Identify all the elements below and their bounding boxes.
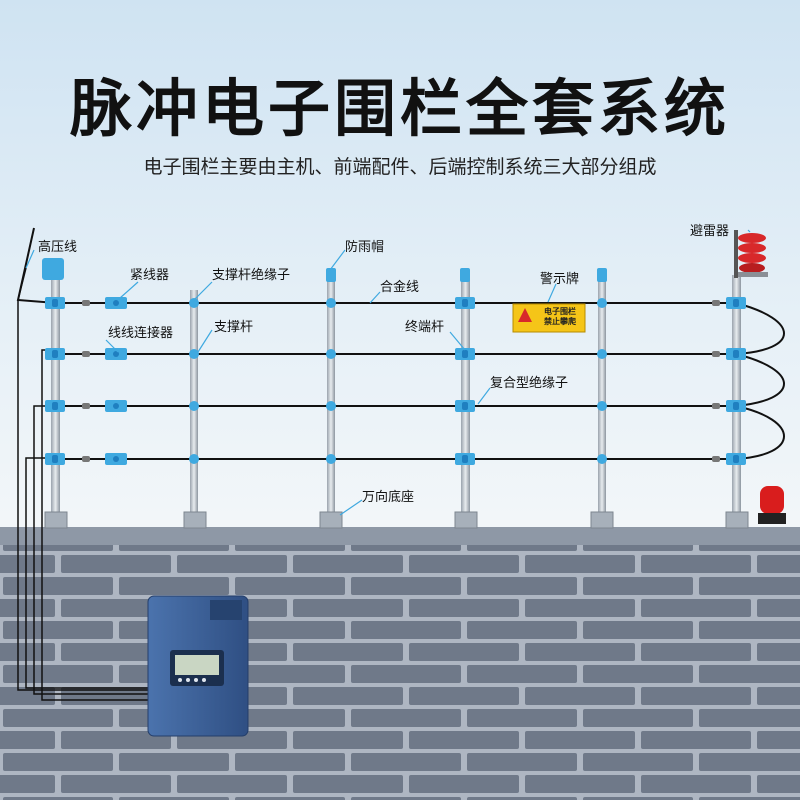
label-composite-insulator: 复合型绝缘子 bbox=[490, 376, 569, 391]
composite-insulator-core bbox=[462, 350, 468, 358]
wire-connector bbox=[82, 403, 90, 409]
warning-sign-line1: 电子围栏 bbox=[544, 307, 576, 316]
support-insulator bbox=[326, 401, 336, 411]
rain-cap-icon bbox=[460, 268, 470, 282]
warning-sign-text: 电子围栏 禁止攀爬 bbox=[535, 307, 585, 327]
wire-connector bbox=[712, 456, 720, 462]
controller-icon bbox=[147, 595, 249, 737]
support-insulator bbox=[597, 454, 607, 464]
label-support-pole: 支撑杆 bbox=[214, 320, 254, 335]
support-insulator bbox=[189, 454, 199, 464]
support-insulator bbox=[326, 298, 336, 308]
tensioner-knob bbox=[113, 351, 119, 357]
rain-cap-icon bbox=[42, 258, 64, 280]
wire-connector bbox=[82, 300, 90, 306]
page-subtitle: 电子围栏主要由主机、前端配件、后端控制系统三大部分组成 bbox=[143, 156, 657, 178]
universal-base bbox=[319, 511, 343, 529]
universal-base bbox=[44, 511, 68, 529]
universal-base bbox=[725, 511, 749, 529]
tensioner-knob bbox=[113, 300, 119, 306]
end-pole-right bbox=[732, 275, 741, 520]
support-insulator bbox=[326, 349, 336, 359]
wire-connector bbox=[82, 456, 90, 462]
wire-connector bbox=[82, 351, 90, 357]
label-universal-base: 万向底座 bbox=[362, 490, 415, 505]
wire-connector bbox=[712, 403, 720, 409]
label-support-insulator: 支撑杆绝缘子 bbox=[212, 268, 291, 283]
brick-wall bbox=[0, 545, 800, 800]
page-title: 脉冲电子围栏全套系统 bbox=[69, 72, 730, 145]
composite-insulator-core bbox=[52, 299, 58, 307]
wire-connector bbox=[712, 300, 720, 306]
loop-wire bbox=[735, 353, 785, 407]
composite-insulator-core bbox=[733, 350, 739, 358]
support-insulator bbox=[189, 349, 199, 359]
support-pole bbox=[598, 280, 606, 520]
universal-base bbox=[590, 511, 614, 529]
lightning-arrester-icon bbox=[734, 230, 768, 278]
label-high-voltage-wire: 高压线 bbox=[38, 240, 78, 255]
label-tensioner: 紧线器 bbox=[130, 268, 170, 283]
support-insulator bbox=[597, 298, 607, 308]
rain-caps bbox=[42, 258, 607, 282]
leader-lines bbox=[25, 229, 751, 516]
composite-insulator-core bbox=[462, 299, 468, 307]
wire-connector bbox=[712, 351, 720, 357]
label-rain-cap: 防雨帽 bbox=[345, 240, 385, 255]
alloy-wires bbox=[56, 302, 736, 460]
support-insulator bbox=[597, 349, 607, 359]
label-wire-connector: 线线连接器 bbox=[108, 326, 174, 341]
tensioner-knob bbox=[113, 403, 119, 409]
wall-cap bbox=[0, 527, 800, 547]
support-insulator bbox=[189, 401, 199, 411]
label-terminal-pole: 终端杆 bbox=[405, 320, 445, 335]
composite-insulator-core bbox=[52, 455, 58, 463]
warning-sign bbox=[512, 303, 586, 333]
support-insulator bbox=[189, 298, 199, 308]
warning-sign-line2: 禁止攀爬 bbox=[544, 317, 576, 326]
label-alloy-wire: 合金线 bbox=[380, 280, 420, 295]
composite-insulator-core bbox=[52, 350, 58, 358]
insulators bbox=[45, 297, 746, 465]
support-insulator bbox=[326, 454, 336, 464]
tensioner-knob bbox=[113, 456, 119, 462]
composite-insulator-core bbox=[462, 402, 468, 410]
composite-insulator-core bbox=[462, 455, 468, 463]
universal-base bbox=[454, 511, 478, 529]
poles bbox=[51, 275, 741, 520]
loop-wire bbox=[735, 405, 785, 460]
alarm-light-icon bbox=[758, 486, 786, 524]
warning-triangle-icon bbox=[518, 308, 532, 322]
support-insulator bbox=[597, 401, 607, 411]
universal-base bbox=[183, 511, 207, 529]
composite-insulator-core bbox=[733, 455, 739, 463]
label-lightning-arrester: 避雷器 bbox=[690, 224, 730, 239]
rain-cap-icon bbox=[597, 268, 607, 282]
label-warning-sign: 警示牌 bbox=[540, 272, 580, 287]
support-pole bbox=[327, 280, 335, 520]
high-voltage-wire bbox=[16, 227, 57, 304]
composite-insulator-core bbox=[52, 402, 58, 410]
loop-wire bbox=[735, 302, 785, 355]
universal-bases bbox=[44, 511, 749, 529]
composite-insulator-core bbox=[733, 402, 739, 410]
composite-insulator-core bbox=[733, 299, 739, 307]
rain-cap-icon bbox=[326, 268, 336, 282]
